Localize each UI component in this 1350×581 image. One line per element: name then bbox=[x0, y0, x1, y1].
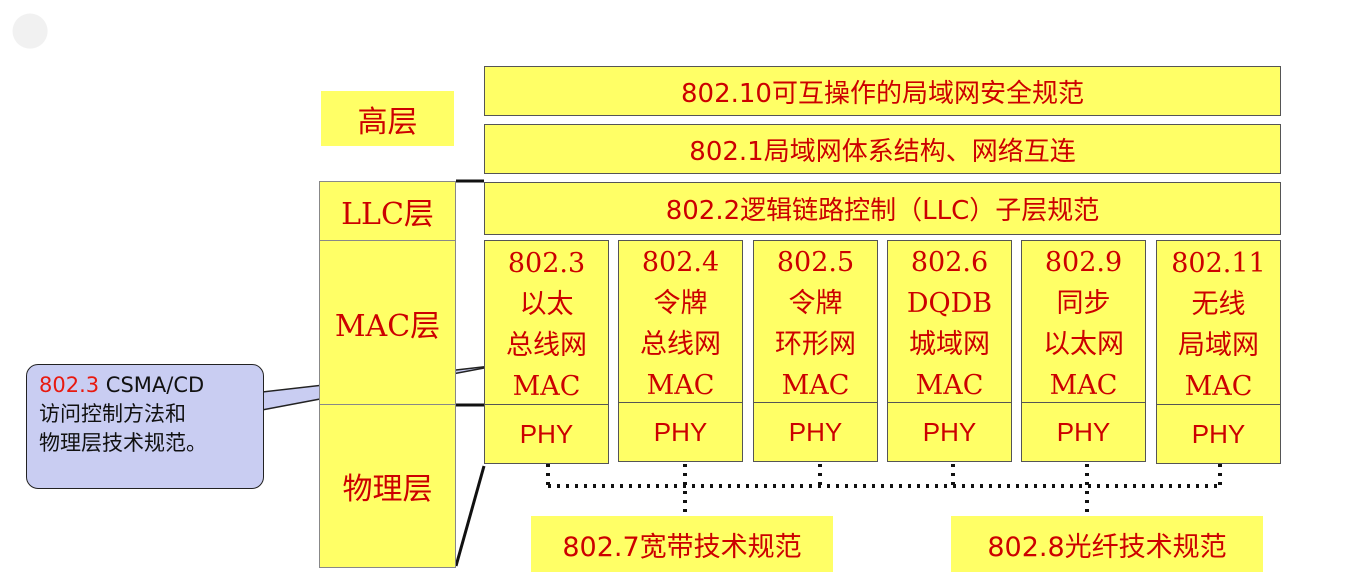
standard-column: 802.11 无线 局域网 MAC bbox=[1156, 240, 1281, 405]
standard-line: 环形网 bbox=[775, 328, 856, 360]
callout-line-3: 物理层技术规范。 bbox=[39, 431, 207, 455]
standard-line: 同步 bbox=[1056, 287, 1111, 319]
phy-label: PHY bbox=[1191, 418, 1246, 449]
standard-line: 总线网 bbox=[640, 328, 721, 360]
standard-line: 以太 bbox=[519, 288, 574, 320]
layer-mac-label: MAC层 bbox=[334, 308, 441, 344]
layer-high: 高层 bbox=[321, 91, 454, 146]
standard-line: 802.6 bbox=[910, 246, 989, 278]
bar-802-10: 802.10可互操作的局域网安全规范 bbox=[484, 66, 1281, 116]
standard-line: 无线 bbox=[1191, 288, 1246, 320]
standard-column: 802.3 以太 总线网 MAC bbox=[484, 240, 609, 405]
phy-label: PHY bbox=[922, 416, 977, 447]
label-802-8: 802.8光纤技术规范 bbox=[951, 516, 1263, 572]
bar-802-1-text: 802.1局域网体系结构、网络互连 bbox=[689, 136, 1076, 167]
standard-line: DQDB bbox=[906, 287, 993, 319]
callout-code: 802.3 bbox=[39, 373, 100, 397]
phy-box: PHY bbox=[887, 402, 1012, 462]
standard-column: 802.6 DQDB 城域网 MAC bbox=[887, 240, 1012, 403]
standard-column: 802.5 令牌 环形网 MAC bbox=[753, 240, 878, 403]
callout-line-1: 802.3 CSMA/CD bbox=[39, 371, 251, 400]
standard-line: 802.3 bbox=[507, 247, 586, 279]
callout-method: CSMA/CD bbox=[99, 373, 205, 397]
standard-line: 总线网 bbox=[506, 329, 587, 361]
label-802-8-text: 802.8光纤技术规范 bbox=[987, 531, 1227, 563]
standard-line: MAC bbox=[915, 369, 984, 401]
standard-line: MAC bbox=[646, 369, 715, 401]
standard-line: 令牌 bbox=[653, 287, 708, 319]
phy-box: PHY bbox=[1021, 402, 1146, 462]
standard-line: 局域网 bbox=[1178, 329, 1259, 361]
standard-line: 城域网 bbox=[909, 328, 990, 360]
standard-line: MAC bbox=[1049, 369, 1118, 401]
phy-label: PHY bbox=[1056, 416, 1111, 447]
standard-line: 令牌 bbox=[788, 287, 843, 319]
layer-mac: MAC层 bbox=[319, 240, 456, 405]
standard-line: MAC bbox=[781, 369, 850, 401]
bar-802-2-text: 802.2逻辑链路控制（LLC）子层规范 bbox=[665, 196, 1100, 226]
bar-802-10-text: 802.10可互操作的局域网安全规范 bbox=[681, 78, 1084, 109]
standard-line: MAC bbox=[512, 370, 581, 402]
phy-box: PHY bbox=[484, 404, 609, 464]
standard-line: 802.5 bbox=[776, 246, 855, 278]
bar-802-1: 802.1局域网体系结构、网络互连 bbox=[484, 124, 1281, 174]
standard-line: MAC bbox=[1184, 370, 1253, 402]
standard-line: 802.4 bbox=[641, 246, 720, 278]
standard-column: 802.9 同步 以太网 MAC bbox=[1021, 240, 1146, 403]
layer-physical-label: 物理层 bbox=[342, 472, 433, 507]
standard-column: 802.4 令牌 总线网 MAC bbox=[618, 240, 743, 403]
phy-box: PHY bbox=[1156, 404, 1281, 464]
phy-label: PHY bbox=[519, 418, 574, 449]
standard-line: 802.9 bbox=[1044, 246, 1123, 278]
phy-label: PHY bbox=[788, 416, 843, 447]
label-802-7-text: 802.7宽带技术规范 bbox=[562, 531, 802, 563]
layer-high-label: 高层 bbox=[357, 104, 418, 140]
label-802-7: 802.7宽带技术规范 bbox=[531, 516, 833, 572]
phy-box: PHY bbox=[618, 402, 743, 462]
standard-line: 以太网 bbox=[1043, 328, 1124, 360]
bar-802-2: 802.2逻辑链路控制（LLC）子层规范 bbox=[484, 182, 1281, 235]
layer-physical: 物理层 bbox=[319, 404, 456, 568]
layer-llc-label: LLC层 bbox=[341, 197, 434, 232]
phy-box: PHY bbox=[753, 402, 878, 462]
callout-802-3: 802.3 CSMA/CD 访问控制方法和 物理层技术规范。 bbox=[26, 364, 264, 489]
phy-label: PHY bbox=[653, 416, 708, 447]
layer-llc: LLC层 bbox=[319, 181, 456, 241]
callout-line-2: 访问控制方法和 bbox=[39, 402, 186, 426]
standard-line: 802.11 bbox=[1171, 247, 1266, 279]
